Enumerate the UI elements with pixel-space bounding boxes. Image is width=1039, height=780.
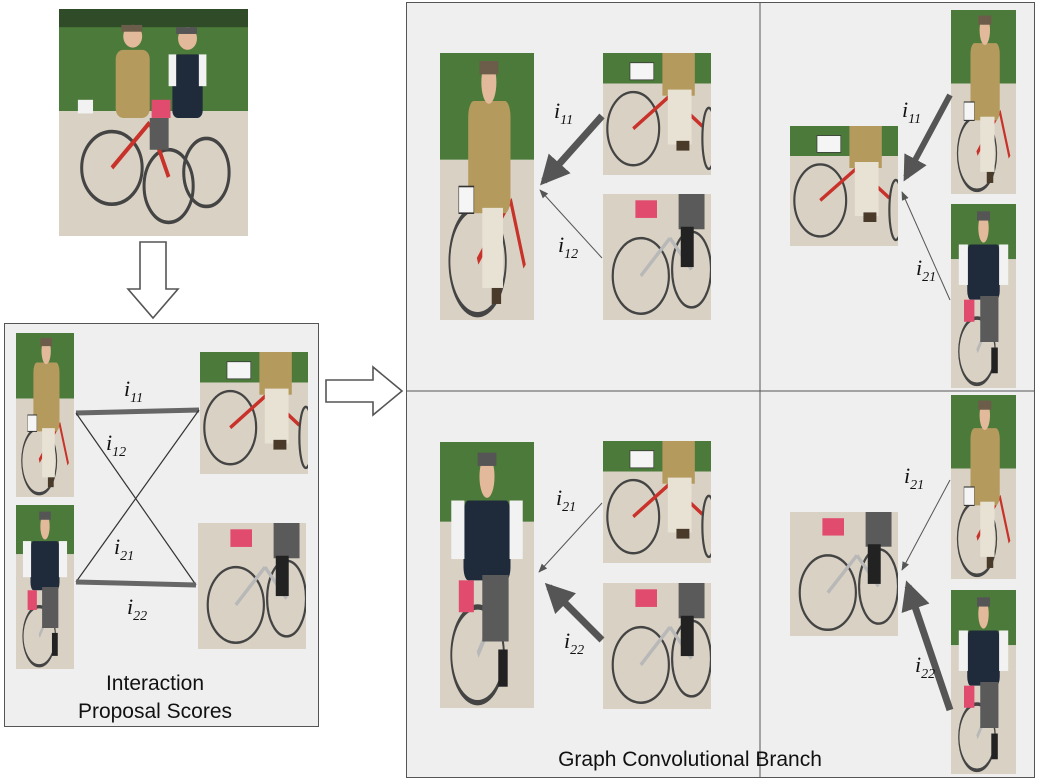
cell4-label-i22: i22: [915, 652, 936, 682]
cell4-person1-photo: [951, 395, 1016, 579]
cell4-label-i21: i21: [904, 463, 925, 493]
label-i22: i22: [127, 594, 148, 624]
person1-photo: [16, 333, 74, 497]
cell4-person2-photo: [951, 590, 1016, 774]
cell3-label-i21: i21: [556, 485, 577, 515]
cell2-person1-photo: [951, 10, 1016, 194]
proposal-caption-line1: Interaction: [105, 672, 205, 695]
label-i12: i12: [106, 430, 127, 460]
person2-crop-photo: [198, 523, 306, 649]
graph-caption: Graph Convolutional Branch: [558, 748, 822, 771]
cell1-person1-crop-photo: [603, 53, 711, 175]
cell2-person1-crop-photo: [790, 126, 898, 246]
cell2-person2-photo: [951, 204, 1016, 388]
proposal-caption-line2: Proposal Scores: [77, 700, 233, 723]
cell1-person1-photo: [440, 53, 534, 320]
cell1-person2-crop-photo: [603, 194, 711, 320]
cell3-label-i22: i22: [564, 628, 585, 658]
original-scene-image: [59, 9, 248, 236]
cell3-person2-photo: [440, 442, 534, 708]
label-i11: i11: [124, 376, 144, 406]
cell4-person2-crop-photo: [790, 512, 898, 636]
cell3-person2-crop-photo: [603, 583, 711, 709]
cell2-label-i11: i11: [902, 97, 922, 127]
cell1-label-i11: i11: [554, 98, 574, 128]
proposal-caption: Interaction Proposal Scores: [40, 670, 270, 726]
cell1-label-i12: i12: [558, 232, 579, 262]
cell2-label-i21: i21: [916, 255, 937, 285]
cell3-person1-crop-photo: [603, 441, 711, 563]
person2-photo: [16, 505, 74, 669]
label-i21: i21: [114, 534, 135, 564]
person1-crop-photo: [200, 352, 308, 474]
